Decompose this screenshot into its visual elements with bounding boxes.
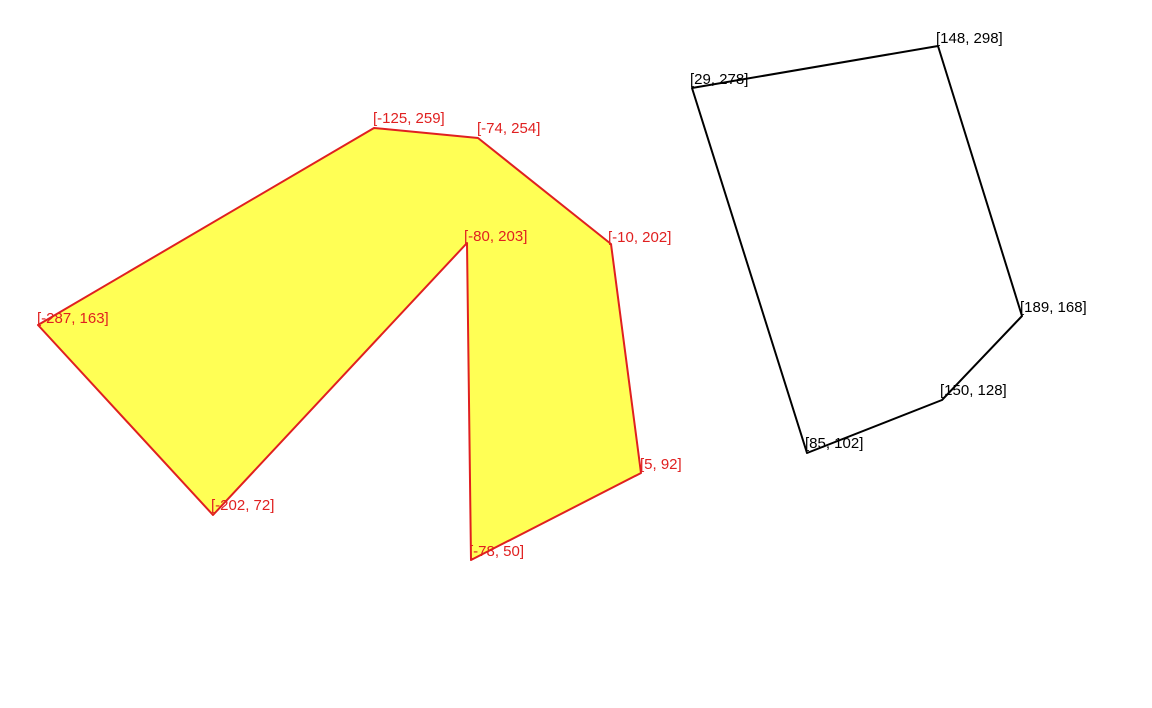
vertex-label-outline-3: [150, 128] [940, 382, 1007, 399]
vertex-label-yellow-7: [-202, 72] [211, 497, 274, 514]
outline-polygon-group: [148, 298] [189, 168] [150, 128] [85, 10… [690, 30, 1087, 454]
vertex-label-yellow-6: [-80, 203] [464, 228, 527, 245]
vertex-label-yellow-1: [-125, 259] [373, 110, 445, 127]
vertex-label-yellow-2: [-74, 254] [477, 120, 540, 137]
vertex-label-yellow-5: [-78, 50] [469, 543, 524, 560]
vertex-label-outline-2: [189, 168] [1020, 299, 1087, 316]
vertex-label-yellow-8: [-287, 163] [37, 310, 109, 327]
vertex-label-outline-5: [29, 278] [690, 71, 748, 88]
vertex-label-yellow-4: [5, 92] [640, 456, 682, 473]
vertex-label-yellow-3: [-10, 202] [608, 229, 671, 246]
outline-polygon [691, 45, 1023, 454]
yellow-polygon-group: [-125, 259] [-74, 254] [-10, 202] [5, 92… [37, 110, 682, 561]
yellow-polygon [37, 127, 642, 561]
vertex-label-outline-4: [85, 102] [805, 435, 863, 452]
vertex-label-outline-1: [148, 298] [936, 30, 1003, 47]
